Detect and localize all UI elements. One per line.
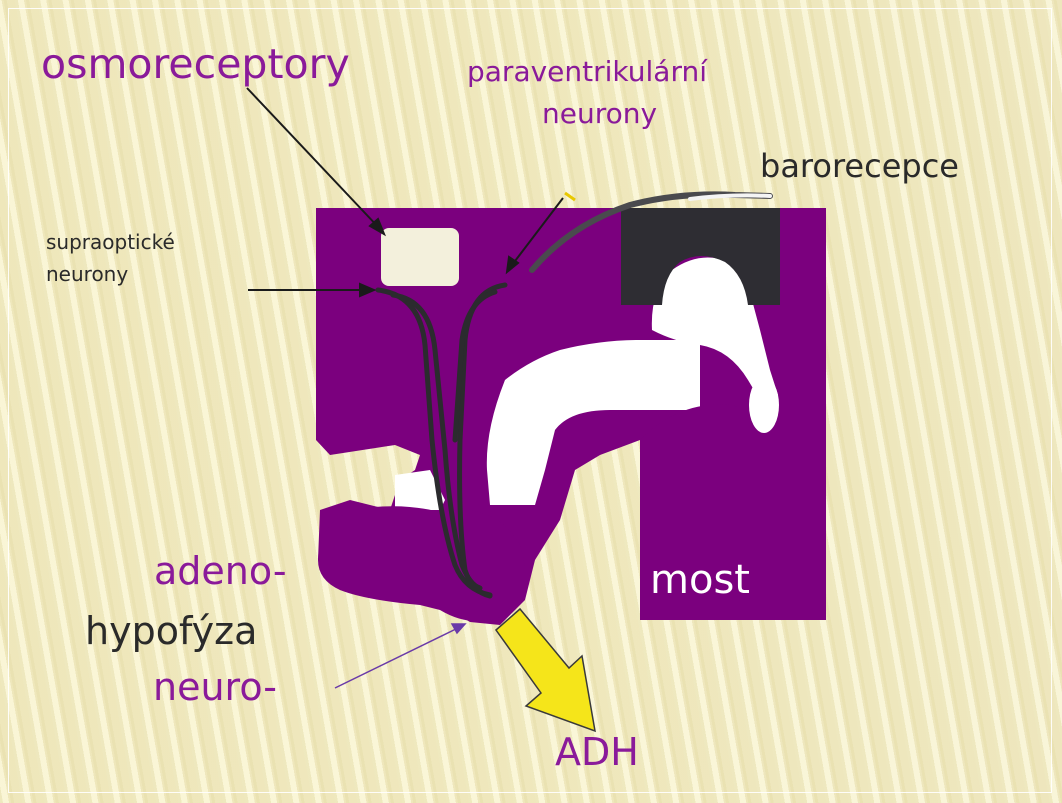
paraventricular-label-line2: neurony <box>542 100 657 128</box>
osmoreceptor-box <box>381 228 459 286</box>
most-label: most <box>650 560 750 600</box>
barorecepce-label: barorecepce <box>760 150 959 182</box>
supraoptic-label-line2: neurony <box>46 264 128 284</box>
hypofyza-label: hypofýza <box>85 612 257 650</box>
neuro-label: neuro- <box>153 668 277 706</box>
paraventricular-label-line1: paraventrikulární <box>467 58 707 86</box>
neuro-pointer <box>335 624 465 688</box>
osmoreceptory-label: osmoreceptory <box>41 44 350 85</box>
supraoptic-label-line1: supraoptické <box>46 232 175 252</box>
osmoreceptor-pointer <box>247 88 381 230</box>
adh-label: ADH <box>555 733 639 771</box>
yellow-mark <box>565 193 575 200</box>
adeno-label: adeno- <box>154 552 287 590</box>
adh-arrow <box>496 609 595 731</box>
white-nodule <box>749 377 779 433</box>
pituitary <box>318 506 525 621</box>
